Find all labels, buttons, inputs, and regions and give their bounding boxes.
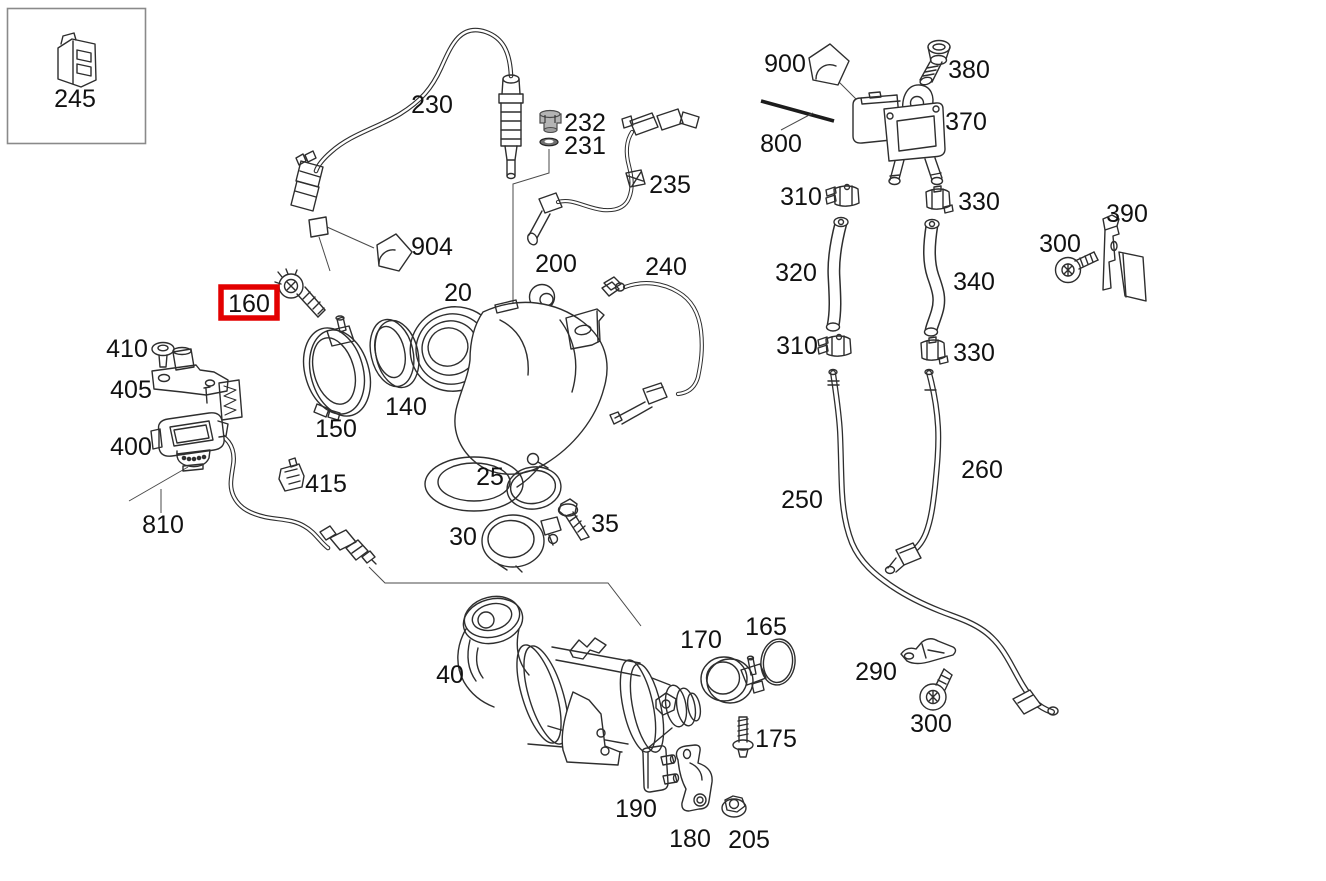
part-330-clamp-bottom [920, 336, 949, 365]
part-231-seal-ring [539, 137, 559, 147]
part-label-165[interactable]: 165 [745, 613, 787, 641]
part-label-170[interactable]: 170 [680, 626, 722, 654]
part-310-clamp-top [825, 183, 860, 207]
part-label-260[interactable]: 260 [961, 456, 1003, 484]
part-165-oring [760, 638, 796, 686]
part-label-240[interactable]: 240 [645, 253, 687, 281]
part-label-175[interactable]: 175 [755, 725, 797, 753]
part-904-arrow [308, 216, 413, 272]
part-140-gasket-ring [369, 318, 420, 389]
part-label-180[interactable]: 180 [669, 825, 711, 853]
part-label-410[interactable]: 410 [106, 335, 148, 363]
part-235-temp-sensor [526, 108, 700, 246]
part-230-oxygen-sensor [290, 27, 524, 212]
part-label-900[interactable]: 900 [764, 50, 806, 78]
leader-lines [128, 81, 859, 627]
part-label-25[interactable]: 25 [476, 463, 504, 491]
part-label-800[interactable]: 800 [760, 130, 802, 158]
part-340-hose [923, 218, 946, 337]
part-290-bracket [900, 638, 957, 665]
part-label-35[interactable]: 35 [591, 510, 619, 538]
part-label-290[interactable]: 290 [855, 658, 897, 686]
part-label-310-bottom[interactable]: 310 [776, 332, 818, 360]
part-390-bracket [1102, 214, 1147, 302]
part-380-bolt [919, 39, 951, 86]
part-40-dpf [457, 595, 702, 766]
part-30-clamp [481, 514, 562, 573]
part-label-190[interactable]: 190 [615, 795, 657, 823]
selected-part-highlight[interactable] [218, 284, 280, 321]
part-label-300-right[interactable]: 300 [1039, 230, 1081, 258]
part-415-clip [278, 457, 305, 492]
part-label-904[interactable]: 904 [411, 233, 453, 261]
part-label-310-top[interactable]: 310 [780, 183, 822, 211]
part-label-160[interactable]: 160 [228, 290, 270, 318]
part-label-231[interactable]: 231 [564, 132, 606, 160]
part-300-screw-bottom [919, 668, 953, 711]
part-330-clamp-top [925, 185, 954, 214]
part-20-catalytic-converter [409, 299, 608, 512]
part-175-screw [732, 716, 754, 758]
part-240-temp-sensor [601, 276, 704, 425]
part-150-clamp [302, 315, 372, 421]
part-180-bracket [675, 744, 713, 812]
part-label-230[interactable]: 230 [411, 91, 453, 119]
part-label-205[interactable]: 205 [728, 826, 770, 854]
part-label-30[interactable]: 30 [449, 523, 477, 551]
part-410-screw [151, 341, 175, 368]
part-label-810[interactable]: 810 [142, 511, 184, 539]
part-label-400[interactable]: 400 [110, 433, 152, 461]
part-205-nut [721, 795, 747, 818]
part-label-300-bottom[interactable]: 300 [910, 710, 952, 738]
part-900-arrow [808, 43, 850, 86]
part-310-clamp-bottom [817, 333, 852, 357]
part-label-370[interactable]: 370 [945, 108, 987, 136]
part-label-320[interactable]: 320 [775, 259, 817, 287]
part-label-250[interactable]: 250 [781, 486, 823, 514]
part-232-bushing [539, 109, 562, 133]
part-160-bolt [274, 268, 326, 318]
part-190-rubber-mount [641, 745, 680, 793]
part-label-330-bottom[interactable]: 330 [953, 339, 995, 367]
part-300-screw-right [1054, 251, 1099, 284]
part-320-hose [825, 216, 849, 332]
part-label-330-top[interactable]: 330 [958, 188, 1000, 216]
part-405-bracket [151, 346, 243, 421]
part-label-340[interactable]: 340 [953, 268, 995, 296]
part-label-390[interactable]: 390 [1106, 200, 1148, 228]
part-labels: 245 230 232 231 235 904 200 240 20 160 4… [54, 50, 1148, 854]
part-25-gasket [506, 466, 562, 510]
part-label-380[interactable]: 380 [948, 56, 990, 84]
part-170-clamp [700, 655, 767, 704]
part-260-pipe [884, 368, 942, 575]
part-400-nox-sensor-module [150, 412, 377, 565]
part-250-pipe [827, 368, 1059, 716]
part-label-140[interactable]: 140 [385, 393, 427, 421]
part-label-405[interactable]: 405 [110, 376, 152, 404]
part-label-415[interactable]: 415 [305, 470, 347, 498]
part-label-232[interactable]: 232 [564, 109, 606, 137]
part-label-245[interactable]: 245 [54, 85, 96, 113]
part-370-pressure-sensor [852, 84, 946, 186]
part-label-40[interactable]: 40 [436, 661, 464, 689]
part-245-reference-box [6, 7, 147, 145]
part-35-bolt [557, 498, 590, 541]
highlight-box-160[interactable] [218, 284, 280, 321]
part-label-200[interactable]: 200 [535, 250, 577, 278]
part-label-150[interactable]: 150 [315, 415, 357, 443]
part-label-20[interactable]: 20 [444, 279, 472, 307]
part-label-235[interactable]: 235 [649, 171, 691, 199]
